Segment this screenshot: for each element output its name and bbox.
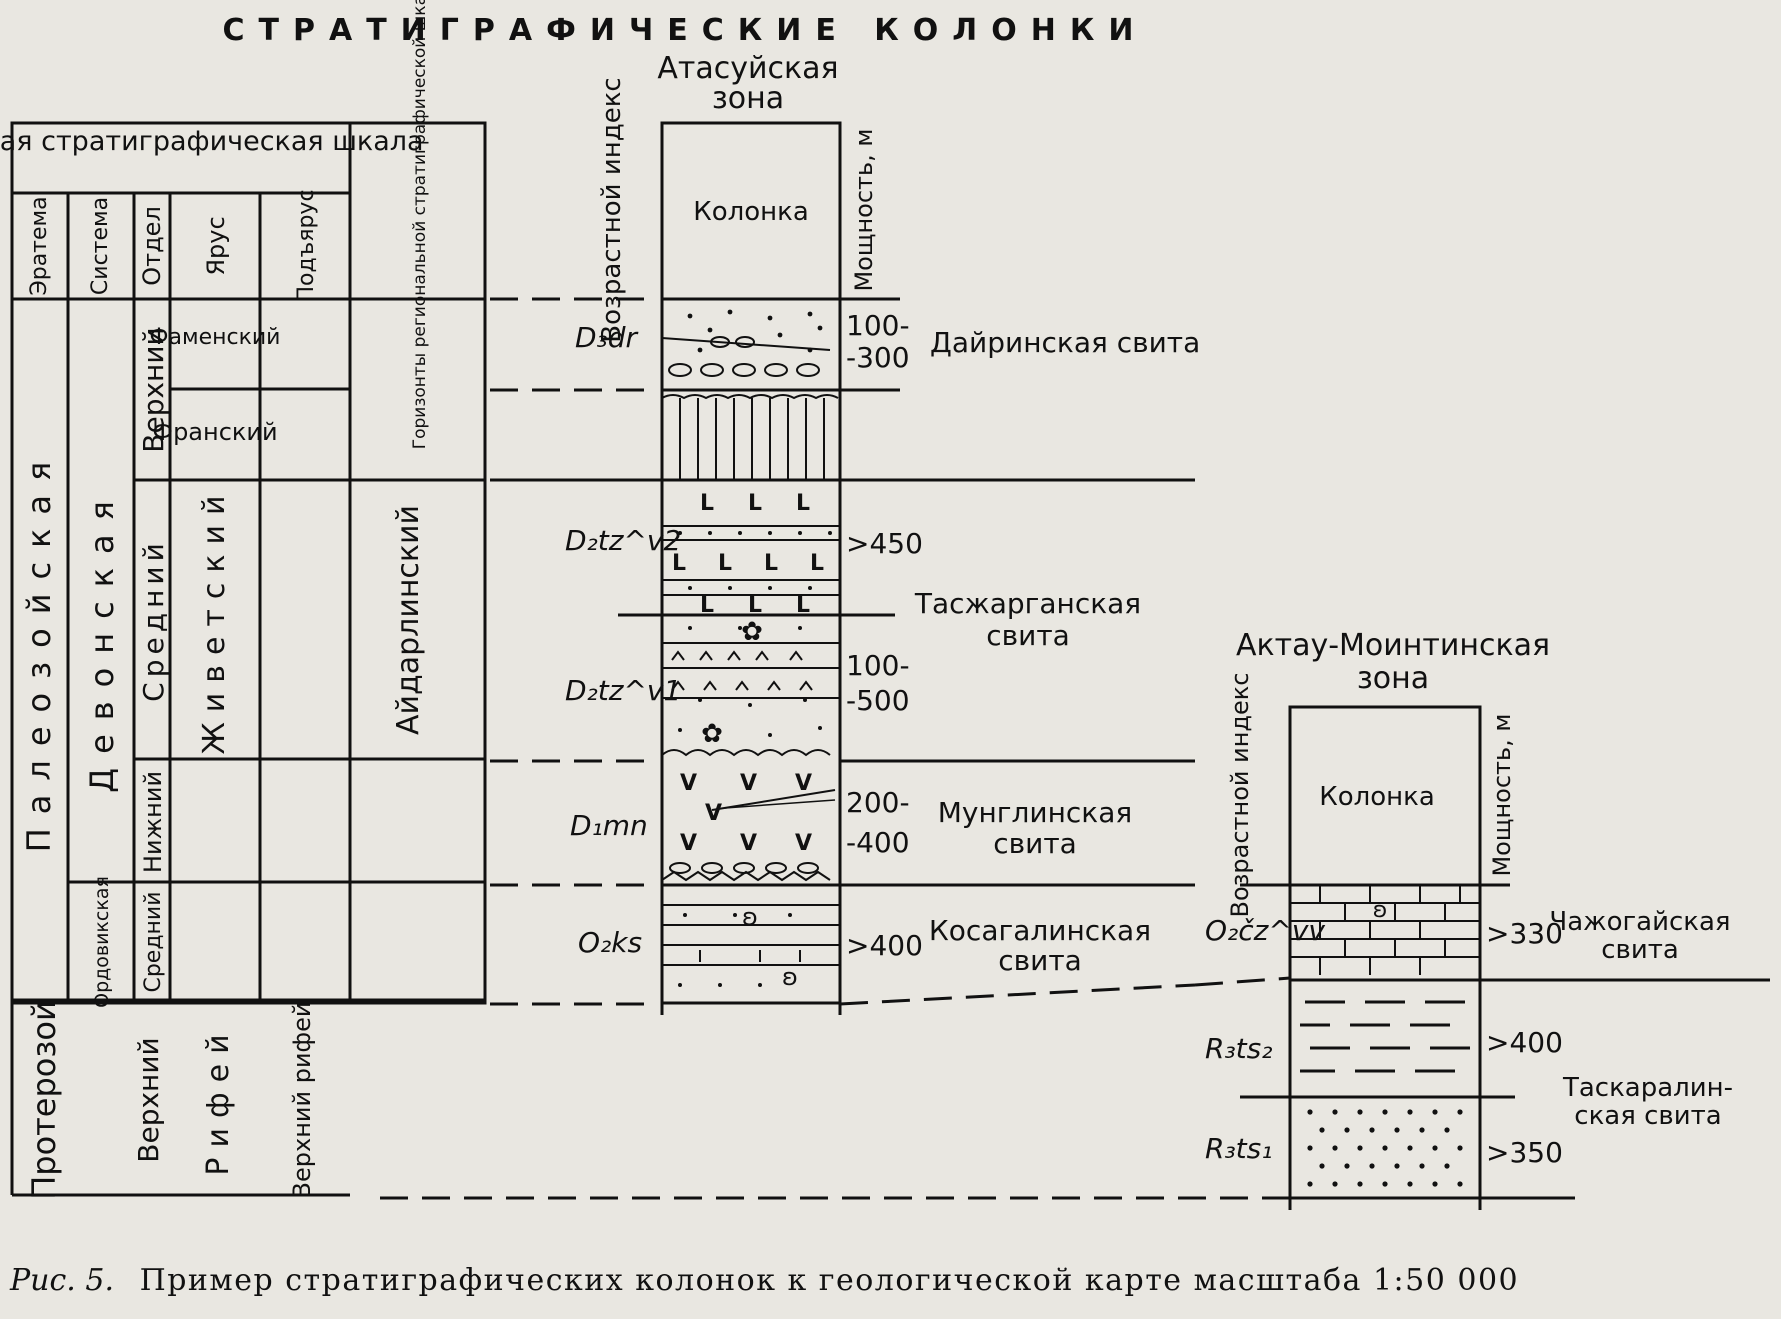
- label-middle: Средний: [137, 538, 170, 702]
- zone1-thickness-4a: 200-: [846, 786, 910, 819]
- zone1-name-2: зона: [712, 81, 784, 116]
- zone2-suite-chazhogai: Чажогайская: [1549, 907, 1730, 937]
- header-otdel: Отдел: [138, 206, 166, 286]
- svg-text:ʚ: ʚ: [742, 903, 758, 931]
- svg-text:L: L: [718, 551, 732, 576]
- header-podyarus: Подъярус: [294, 189, 319, 302]
- zone1-index-d1mn: D₁mn: [570, 809, 648, 842]
- zone1-thickness-1b: -300: [846, 341, 910, 374]
- label-riphean: Рифей: [201, 1024, 236, 1175]
- caption-prefix: Рис. 5.: [9, 1263, 114, 1298]
- zone2-column: ʚ: [1288, 705, 1482, 1210]
- fossil-symbol-2: ✿: [701, 719, 723, 749]
- label-ordovician: Ордовикская: [91, 876, 113, 1008]
- zone2-index-r3ts2: R₃ts₂: [1205, 1032, 1272, 1065]
- zone2-thickness-3: >350: [1486, 1136, 1563, 1169]
- svg-text:V: V: [740, 771, 757, 796]
- header-horizons: Горизонты региональной стратиграфической…: [410, 0, 430, 449]
- zone2-suite-taskaralin-2: ская свита: [1574, 1101, 1721, 1131]
- label-lower: Нижний: [139, 771, 167, 873]
- zone1-suite-kosagalinskaya-2: свита: [998, 944, 1082, 977]
- svg-text:V: V: [795, 771, 812, 796]
- svg-text:L: L: [672, 551, 686, 576]
- zone2-index-o2cz: O₂čz^vv: [1205, 914, 1325, 947]
- svg-text:L: L: [810, 551, 824, 576]
- zone2-suite-chazhogai-2: свита: [1601, 935, 1679, 965]
- fossil-symbol-1: ✿: [741, 617, 763, 647]
- header-eratema: Эратема: [27, 196, 52, 295]
- header-yarus: Ярус: [202, 216, 230, 275]
- zone1-thickness-3a: 100-: [846, 649, 910, 682]
- boundary-lines: [380, 297, 1770, 1200]
- svg-text:L: L: [764, 551, 778, 576]
- svg-text:L: L: [748, 491, 762, 516]
- svg-text:ʚ: ʚ: [782, 963, 798, 991]
- svg-text:V: V: [740, 831, 757, 856]
- zone1-header-thickness: Мощность, м: [850, 128, 878, 291]
- zone2-thickness-1: >330: [1486, 917, 1563, 950]
- zone2-header-thickness: Мощность, м: [1488, 713, 1516, 876]
- svg-text:V: V: [705, 801, 722, 826]
- svg-text:V: V: [680, 831, 697, 856]
- svg-text:V: V: [680, 771, 697, 796]
- zone1-suite-munglinskaya-2: свита: [993, 827, 1077, 860]
- label-upper: Верхний: [137, 327, 170, 452]
- zone1-suite-dairinskaya: Дайринская свита: [930, 326, 1200, 359]
- svg-text:L: L: [796, 593, 810, 618]
- zone1-suite-munglinskaya: Мунглинская: [938, 796, 1132, 829]
- label-frasnian: Франский: [152, 418, 277, 446]
- zone1-index-d2tz2: D₂tz^v2: [565, 524, 681, 557]
- zone2-index-r3ts1: R₃ts₁: [1205, 1132, 1272, 1165]
- zone2-header-column: Колонка: [1319, 782, 1435, 812]
- zone2-name: Актау-Моинтинская: [1236, 628, 1550, 663]
- scale-title: Общая стратиграфическая шкала: [0, 126, 424, 157]
- stratigraphic-scale-table: [10, 121, 487, 1197]
- svg-text:L: L: [700, 593, 714, 618]
- svg-text:L: L: [796, 491, 810, 516]
- zone1-index-d3dr: D₃dr: [575, 321, 639, 354]
- zone1-header-index: Возрастной индекс: [597, 77, 627, 342]
- svg-text:ʚ: ʚ: [1373, 898, 1388, 923]
- zone1-name: Атасуйская: [657, 51, 838, 86]
- zone1-suite-kosagalinskaya: Косагалинская: [929, 914, 1151, 947]
- svg-text:L: L: [748, 593, 762, 618]
- label-paleozoic: Палеозойская: [20, 448, 58, 853]
- label-givetian: Живетский: [197, 485, 232, 754]
- zone1-thickness-1a: 100-: [846, 309, 910, 342]
- zone1-thickness-2: >450: [846, 527, 923, 560]
- label-upper-riphean: Верхний рифей: [288, 1002, 316, 1199]
- label-proterozoic: Протерозой: [25, 1000, 63, 1200]
- label-aidarlinsky: Айдарлинский: [391, 505, 426, 735]
- label-devonian: Девонская: [83, 487, 121, 793]
- zone1-thickness-5: >400: [846, 929, 923, 962]
- caption-text: Пример стратиграфических колонок к геоло…: [140, 1263, 1520, 1298]
- zone1-thickness-3b: -500: [846, 684, 910, 717]
- header-sistema: Система: [88, 197, 113, 295]
- zone2-suite-taskaralin: Таскаралин-: [1562, 1073, 1733, 1103]
- zone1-index-o2ks: O₂ks: [578, 926, 642, 959]
- zone1-header-column: Колонка: [693, 197, 809, 227]
- figure-caption: Рис. 5. Пример стратиграфических колонок…: [9, 1263, 1519, 1298]
- svg-text:V: V: [795, 831, 812, 856]
- label-riphean-upper: Верхний: [132, 1037, 165, 1162]
- label-ord-middle: Средний: [141, 891, 166, 992]
- zone1-thickness-4b: -400: [846, 826, 910, 859]
- zone1-suite-taszhargan: Тасжарганская: [914, 587, 1141, 620]
- page-title: СТРАТИГРАФИЧЕСКИЕ КОЛОНКИ: [223, 13, 1148, 48]
- svg-text:L: L: [700, 491, 714, 516]
- zone1-suite-taszhargan-2: свита: [986, 619, 1070, 652]
- zone1-index-d2tz1: D₂tz^v1: [565, 674, 681, 707]
- zone2-name-2: зона: [1357, 661, 1429, 696]
- zone2-header-index: Возрастной индекс: [1226, 673, 1254, 918]
- zone2-thickness-2: >400: [1486, 1026, 1563, 1059]
- label-famennian: Фаменский: [150, 325, 281, 350]
